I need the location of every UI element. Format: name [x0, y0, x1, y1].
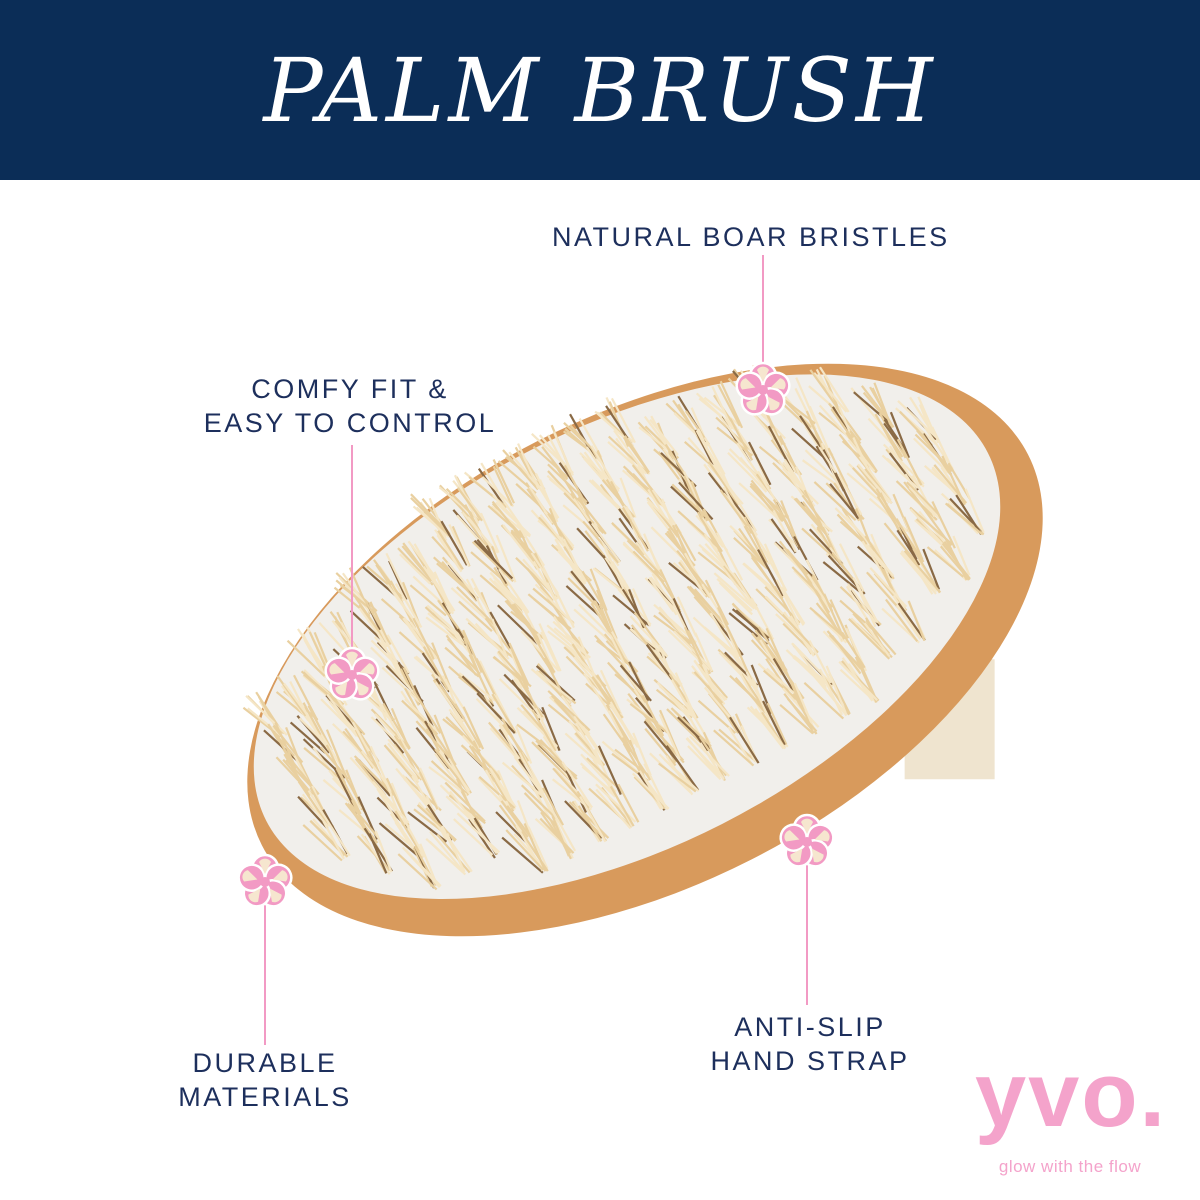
callout-line-strap	[806, 865, 808, 1005]
callout-fit: COMFY FIT & EASY TO CONTROL	[200, 372, 500, 440]
bristle-tuft	[497, 597, 546, 646]
bristle-tuft	[631, 763, 670, 811]
bristle-tuft	[926, 535, 971, 582]
bristle-tuft	[516, 704, 561, 753]
bristle-tuft	[713, 713, 760, 767]
bristle-tuft	[685, 731, 730, 782]
bristle-tuft	[622, 533, 667, 583]
bristle-tuft	[881, 438, 925, 491]
bristle-tuft	[438, 474, 484, 527]
bristle-tuft	[409, 565, 456, 617]
bristle-tuft	[883, 516, 925, 567]
bristle-tuft	[397, 540, 438, 586]
bristle-tuft	[779, 682, 820, 735]
callout-line-fit	[351, 445, 353, 650]
bristle-tuft	[719, 486, 758, 537]
bristle-tuft	[649, 745, 700, 796]
bristle-tuft	[501, 823, 549, 874]
flower-marker-icon	[731, 358, 795, 422]
bristle-tuft	[839, 577, 882, 630]
bristle-tuft	[534, 809, 577, 860]
bristle-tuft	[573, 589, 620, 647]
flower-marker-icon	[320, 643, 384, 707]
bristle-tuft	[881, 594, 926, 644]
bristle-tuft	[803, 665, 851, 720]
bristle-tuft	[563, 636, 607, 692]
bristle-tuft	[670, 470, 714, 522]
bristle-tuft	[356, 827, 394, 875]
callout-durable: DURABLE MATERIALS	[165, 1046, 365, 1114]
bristle-tuft	[302, 809, 351, 862]
bristle-tuft	[895, 396, 940, 447]
bristle-tuft	[846, 456, 893, 508]
callout-strap-line2: HAND STRAP	[710, 1046, 910, 1076]
bristle-tuft	[822, 624, 868, 675]
callout-durable-line2: MATERIALS	[178, 1082, 352, 1112]
bristle-tuft	[940, 488, 985, 536]
bristle-tuft	[520, 774, 565, 829]
bristle-tuft	[746, 700, 789, 750]
bristle-tuft	[899, 548, 942, 595]
bristle-tuft	[397, 843, 442, 891]
bristle-tuft	[530, 507, 575, 552]
bristle-tuft	[452, 504, 500, 554]
bristle-tuft	[289, 702, 333, 754]
bristle-tuft	[551, 538, 593, 586]
bristle-tuft	[867, 411, 910, 462]
bristle-tuft	[564, 790, 610, 843]
title-banner: PALM BRUSH	[0, 0, 1200, 180]
bristle-tuft	[757, 658, 805, 704]
bristle-tuft	[439, 778, 486, 829]
bristle-tuft	[838, 656, 880, 703]
palm-brush-image	[242, 363, 1043, 937]
bristle-tuft	[531, 735, 578, 783]
bristle-tuft	[444, 628, 486, 678]
bristle-tuft	[322, 767, 366, 815]
yvo-logo: yvo. glow with the flow	[975, 1040, 1165, 1178]
callout-strap-line1: ANTI-SLIP	[734, 1012, 886, 1042]
bristle-tuft	[487, 494, 531, 540]
bristle-tuft	[809, 592, 850, 644]
callout-strap: ANTI-SLIP HAND STRAP	[700, 1010, 920, 1078]
bristle-tuft	[729, 516, 774, 570]
bristle-tuft	[381, 660, 424, 706]
logo-tagline: glow with the flow	[998, 1157, 1142, 1176]
callout-bristles: NATURAL BOAR BRISTLES	[552, 220, 950, 254]
bristle-tuft	[715, 415, 758, 463]
callout-line-durable	[264, 905, 266, 1045]
bristle-tuft	[488, 718, 533, 768]
flower-marker-icon	[775, 810, 839, 874]
bristle-tuft	[431, 520, 471, 573]
bristle-tuft	[383, 735, 425, 784]
bristle-tuft	[520, 623, 562, 675]
bristle-tuft	[728, 597, 775, 646]
callout-fit-line2: EASY TO CONTROL	[203, 408, 497, 438]
bristle-tuft	[848, 612, 897, 660]
bristle-tuft	[453, 809, 501, 859]
page-title: PALM BRUSH	[263, 38, 937, 142]
bristle-tuft	[653, 672, 699, 722]
callout-durable-line1: DURABLE	[192, 1048, 338, 1078]
bristle-tuft	[850, 382, 895, 431]
bristle-tuft	[588, 783, 640, 830]
callout-line-bristles	[762, 255, 764, 365]
flower-marker-icon	[233, 850, 297, 914]
callout-fit-line1: COMFY FIT &	[251, 374, 449, 404]
callout-bristles-text: NATURAL BOAR BRISTLES	[552, 222, 950, 252]
bristle-tuft	[667, 626, 714, 676]
bristle-tuft	[425, 825, 473, 876]
bristle-tuft	[791, 405, 834, 462]
logo-brand: yvo.	[975, 1044, 1168, 1146]
bristle-tuft	[349, 597, 392, 648]
bristle-tuft	[666, 702, 712, 752]
